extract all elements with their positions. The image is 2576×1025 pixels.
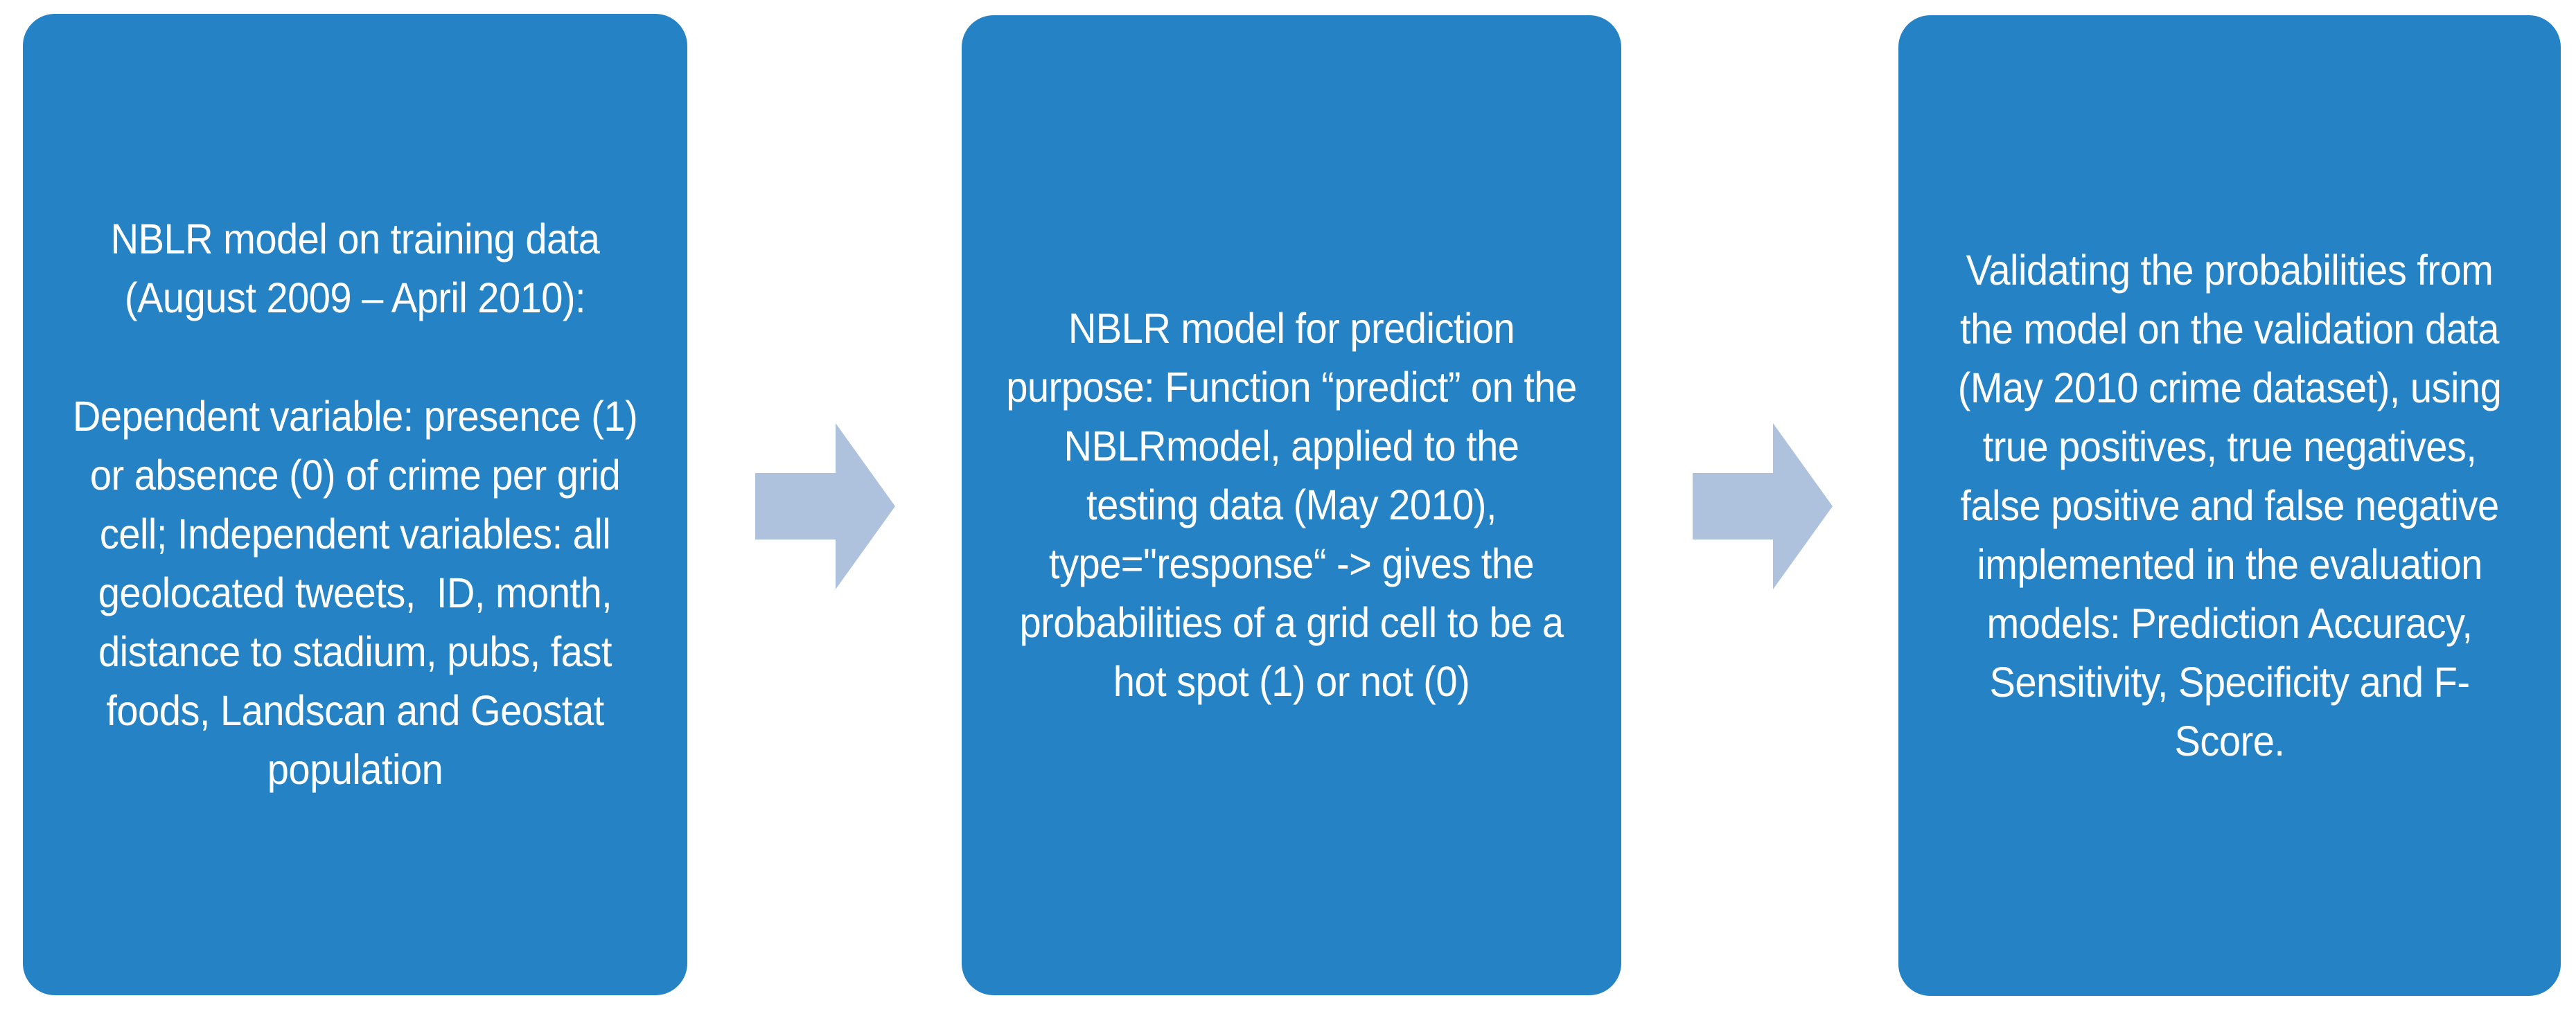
- step-1-paragraph-2: Dependent variable: presence (1) or abse…: [72, 393, 649, 793]
- process-step-validation[interactable]: Validating the probabilities from the mo…: [1898, 15, 2561, 996]
- process-step-prediction[interactable]: NBLR model for prediction purpose: Funct…: [962, 15, 1621, 995]
- arrow-right-icon-1: [755, 423, 895, 589]
- step-2-paragraph-1: NBLR model for prediction purpose: Funct…: [1006, 305, 1587, 705]
- process-step-training[interactable]: NBLR model on training data (August 2009…: [23, 14, 687, 995]
- arrow-right-icon-2: [1693, 423, 1833, 589]
- step-3-paragraph-1: Validating the probabilities from the mo…: [1957, 246, 2512, 765]
- step-1-paragraph-1: NBLR model on training data (August 2009…: [110, 215, 610, 321]
